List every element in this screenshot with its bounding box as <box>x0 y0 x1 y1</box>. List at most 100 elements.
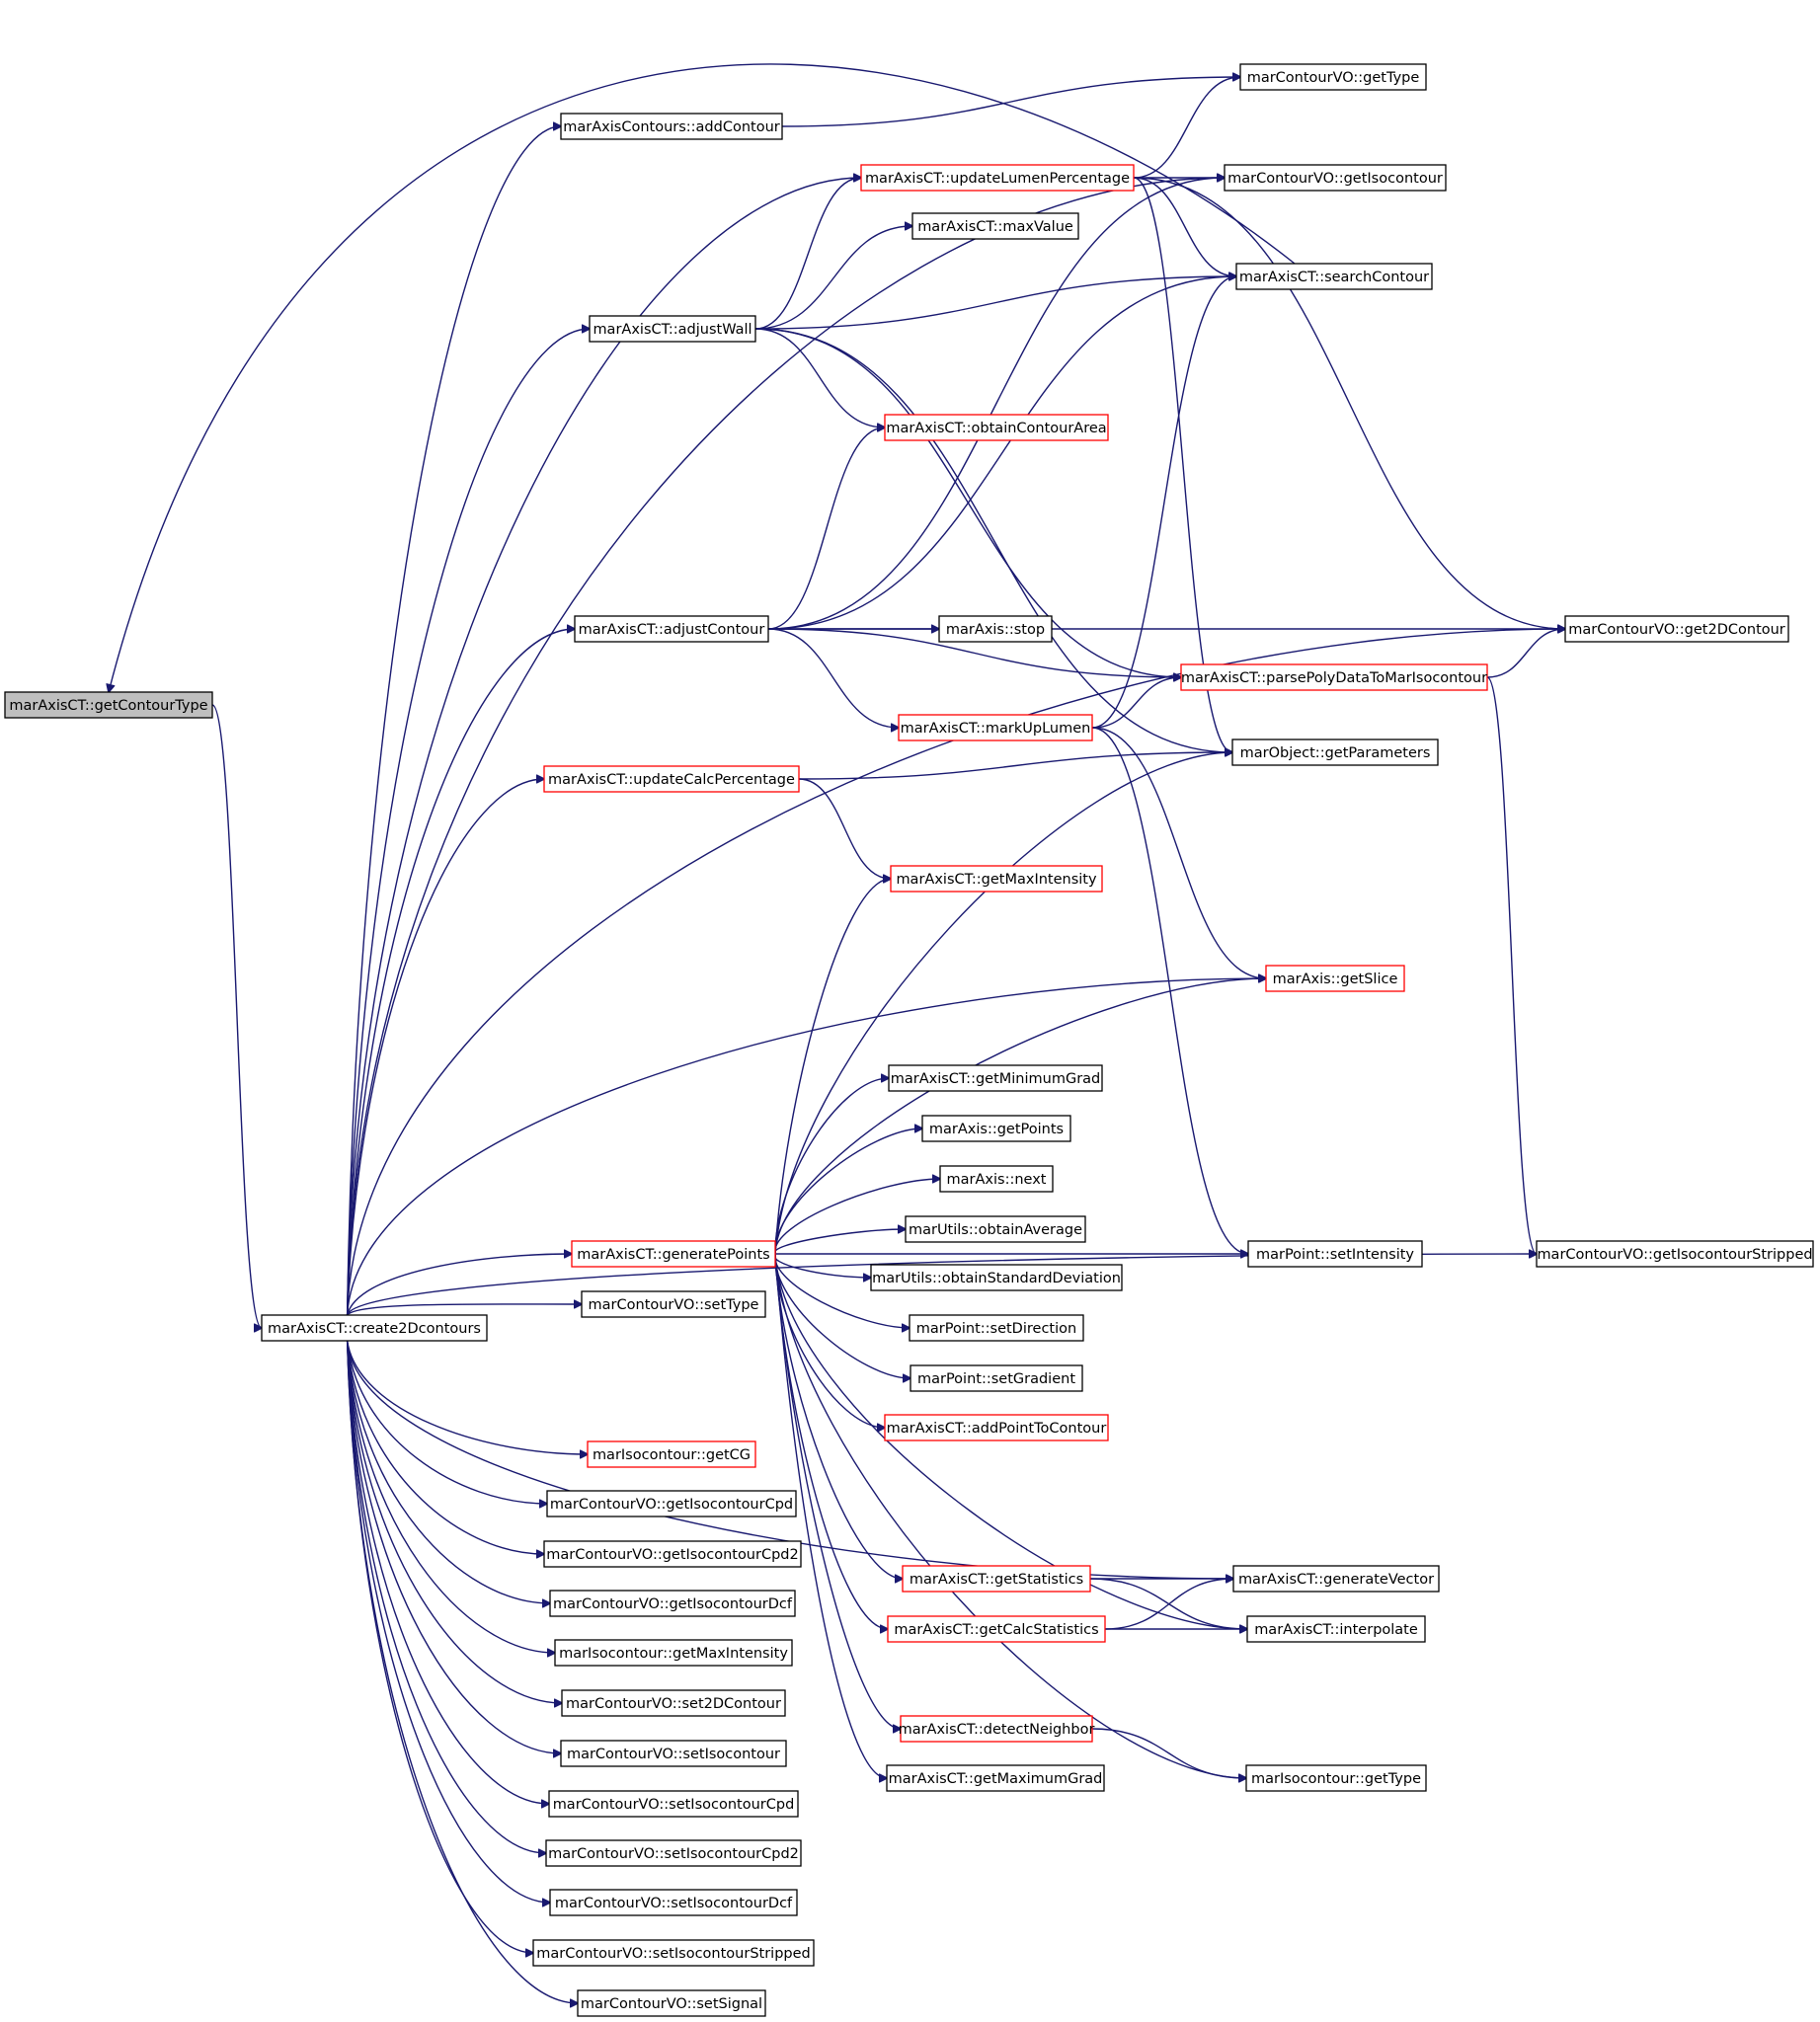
node-set2-dcontour[interactable]: marContourVO::set2DContour <box>561 1689 786 1717</box>
node-set-type-vo[interactable]: marContourVO::setType <box>581 1290 766 1318</box>
node-set-isocontour-dcf[interactable]: marContourVO::setIsocontourDcf <box>549 1889 798 1916</box>
node-box[interactable] <box>1564 615 1789 643</box>
node-box[interactable] <box>532 1939 815 1967</box>
node-interpolate[interactable]: marAxisCT::interpolate <box>1246 1615 1426 1643</box>
node-box[interactable] <box>546 1490 797 1517</box>
node-box[interactable] <box>1224 164 1447 192</box>
node-get-calc-statistics[interactable]: marAxisCT::getCalcStatistics <box>887 1615 1106 1643</box>
node-box[interactable] <box>571 1240 776 1268</box>
node-box[interactable] <box>939 1165 1054 1193</box>
node-box[interactable] <box>890 865 1103 893</box>
node-parse-poly-data[interactable]: marAxisCT::parsePolyDataToMarIsocontour <box>1180 663 1488 691</box>
node-set-intensity[interactable]: marPoint::setIntensity <box>1247 1240 1423 1268</box>
node-set-signal[interactable]: marContourVO::setSignal <box>577 1989 766 2017</box>
node-update-calc-percentage[interactable]: marAxisCT::updateCalcPercentage <box>543 765 800 793</box>
node-mark-up-lumen[interactable]: marAxisCT::markUpLumen <box>898 714 1093 741</box>
node-set-isocontour-cpd2[interactable]: marContourVO::setIsocontourCpd2 <box>545 1839 802 1867</box>
node-box[interactable] <box>574 615 769 643</box>
node-box[interactable] <box>921 1115 1071 1142</box>
node-box[interactable] <box>543 765 800 793</box>
node-get2-dcontour[interactable]: marContourVO::get2DContour <box>1564 615 1789 643</box>
node-box[interactable] <box>560 113 783 140</box>
node-box[interactable] <box>561 1689 786 1717</box>
node-next[interactable]: marAxis::next <box>939 1165 1054 1193</box>
node-get-isocontour-dcf[interactable]: marContourVO::getIsocontourDcf <box>549 1590 796 1617</box>
node-box[interactable] <box>888 1064 1103 1092</box>
node-box[interactable] <box>902 1565 1091 1593</box>
node-box[interactable] <box>1231 739 1439 766</box>
node-box[interactable] <box>910 1364 1083 1392</box>
node-box[interactable] <box>1247 1240 1423 1268</box>
node-obtain-average[interactable]: marUtils::obtainAverage <box>905 1215 1086 1243</box>
node-iso-get-type[interactable]: marIsocontour::getType <box>1245 1764 1427 1792</box>
node-box[interactable] <box>1245 1764 1427 1792</box>
node-get-minimum-grad[interactable]: marAxisCT::getMinimumGrad <box>888 1064 1103 1092</box>
node-box[interactable] <box>261 1314 488 1342</box>
node-box[interactable] <box>870 1264 1123 1291</box>
node-get-isocontour-cpd2[interactable]: marContourVO::getIsocontourCpd2 <box>543 1540 802 1568</box>
node-box[interactable] <box>548 1790 799 1818</box>
node-get-cg[interactable]: marIsocontour::getCG <box>587 1440 756 1468</box>
node-box[interactable] <box>887 1615 1106 1643</box>
node-obtain-contour-area[interactable]: marAxisCT::obtainContourArea <box>884 414 1109 441</box>
node-box[interactable] <box>884 414 1109 441</box>
node-box[interactable] <box>1265 965 1405 992</box>
node-box[interactable] <box>1235 263 1433 290</box>
node-box[interactable] <box>589 315 756 343</box>
node-get-max-intensity[interactable]: marAxisCT::getMaxIntensity <box>890 865 1103 893</box>
node-box[interactable] <box>884 1414 1109 1441</box>
node-box[interactable] <box>545 1839 802 1867</box>
node-generate-vector[interactable]: marAxisCT::generateVector <box>1232 1565 1440 1593</box>
node-max-value[interactable]: marAxisCT::maxValue <box>911 212 1079 240</box>
node-get-parameters[interactable]: marObject::getParameters <box>1231 739 1439 766</box>
node-box[interactable] <box>1246 1615 1426 1643</box>
node-box[interactable] <box>554 1639 793 1667</box>
node-get-isocontour[interactable]: marContourVO::getIsocontour <box>1224 164 1447 192</box>
node-box[interactable] <box>577 1989 766 2017</box>
node-obtain-std-dev[interactable]: marUtils::obtainStandardDeviation <box>870 1264 1123 1291</box>
node-stop[interactable]: marAxis::stop <box>938 615 1053 643</box>
node-box[interactable] <box>587 1440 756 1468</box>
node-set-gradient[interactable]: marPoint::setGradient <box>910 1364 1083 1392</box>
node-set-direction[interactable]: marPoint::setDirection <box>909 1314 1084 1342</box>
node-box[interactable] <box>543 1540 802 1568</box>
node-box[interactable] <box>911 212 1079 240</box>
node-adjust-contour[interactable]: marAxisCT::adjustContour <box>574 615 769 643</box>
node-box[interactable] <box>549 1590 796 1617</box>
node-box[interactable] <box>898 714 1093 741</box>
node-set-isocontour-stripped[interactable]: marContourVO::setIsocontourStripped <box>532 1939 815 1967</box>
node-get-contour-type[interactable]: marAxisCT::getContourType <box>4 691 213 719</box>
node-set-isocontour-cpd[interactable]: marContourVO::setIsocontourCpd <box>548 1790 799 1818</box>
node-box[interactable] <box>1239 63 1427 91</box>
node-get-maximum-grad[interactable]: marAxisCT::getMaximumGrad <box>886 1764 1105 1792</box>
node-box[interactable] <box>938 615 1053 643</box>
node-add-point-to-contour[interactable]: marAxisCT::addPointToContour <box>884 1414 1109 1441</box>
node-box[interactable] <box>1180 663 1488 691</box>
node-get-type-vo[interactable]: marContourVO::getType <box>1239 63 1427 91</box>
node-box[interactable] <box>905 1215 1086 1243</box>
node-get-isocontour-cpd[interactable]: marContourVO::getIsocontourCpd <box>546 1490 797 1517</box>
node-add-contour[interactable]: marAxisContours::addContour <box>560 113 783 140</box>
node-detect-neighbor[interactable]: marAxisCT::detectNeighbor <box>899 1715 1095 1743</box>
node-box[interactable] <box>900 1715 1093 1743</box>
node-box[interactable] <box>560 1740 787 1767</box>
node-box[interactable] <box>581 1290 766 1318</box>
node-box[interactable] <box>1536 1240 1814 1268</box>
node-box[interactable] <box>4 691 213 719</box>
node-box[interactable] <box>860 164 1135 192</box>
node-box[interactable] <box>1232 1565 1440 1593</box>
node-box[interactable] <box>549 1889 798 1916</box>
node-set-isocontour[interactable]: marContourVO::setIsocontour <box>560 1740 787 1767</box>
node-get-statistics[interactable]: marAxisCT::getStatistics <box>902 1565 1091 1593</box>
node-get-isocontour-stripped[interactable]: marContourVO::getIsocontourStripped <box>1536 1240 1814 1268</box>
node-box[interactable] <box>909 1314 1084 1342</box>
node-update-lumen-percentage[interactable]: marAxisCT::updateLumenPercentage <box>860 164 1135 192</box>
node-iso-get-max-intensity[interactable]: marIsocontour::getMaxIntensity <box>554 1639 793 1667</box>
node-get-points[interactable]: marAxis::getPoints <box>921 1115 1071 1142</box>
node-box[interactable] <box>886 1764 1105 1792</box>
node-search-contour[interactable]: marAxisCT::searchContour <box>1235 263 1433 290</box>
node-generate-points[interactable]: marAxisCT::generatePoints <box>571 1240 776 1268</box>
node-get-slice[interactable]: marAxis::getSlice <box>1265 965 1405 992</box>
node-create2-dcontours[interactable]: marAxisCT::create2Dcontours <box>261 1314 488 1342</box>
node-adjust-wall[interactable]: marAxisCT::adjustWall <box>589 315 756 343</box>
